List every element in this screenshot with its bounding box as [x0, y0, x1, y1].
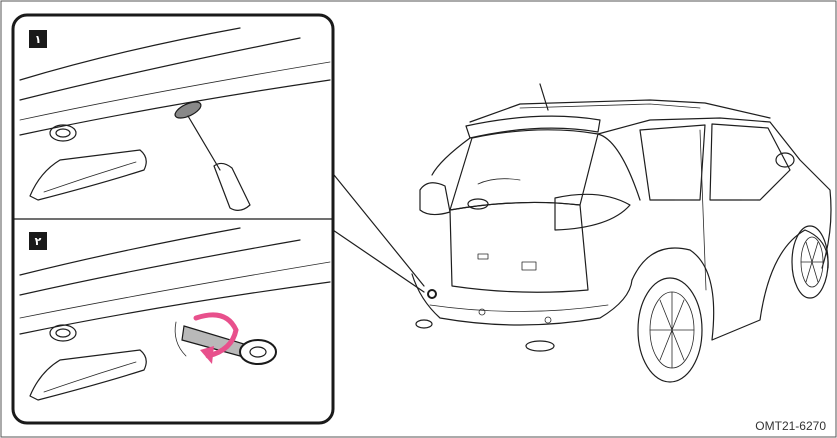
rear-badge-left — [478, 254, 488, 259]
figure-code: OMT21-6270 — [755, 419, 826, 433]
tailgate — [450, 202, 588, 292]
parking-sensor-1 — [479, 309, 485, 315]
rear-bumper — [412, 274, 632, 325]
tow-hook-eye-hole — [250, 347, 266, 357]
callout-line-upper — [330, 170, 424, 286]
rear-window — [450, 130, 598, 210]
rear-door-window — [640, 125, 705, 200]
parking-sensor-2 — [545, 317, 551, 323]
step-1-label: ١ — [35, 33, 42, 46]
exhaust-left — [416, 320, 432, 328]
left-taillamp — [420, 183, 450, 215]
exhaust-tip — [526, 341, 554, 351]
callout-line-lower — [330, 228, 424, 292]
car-spoiler — [466, 116, 600, 138]
right-taillamp — [555, 194, 630, 230]
front-door-window — [710, 124, 790, 200]
car-side-lower — [632, 230, 828, 340]
brand-logo — [468, 199, 488, 209]
front-rim-spokes — [801, 242, 823, 282]
left-d-pillar — [432, 138, 470, 175]
step-inset-box: ١ ٢ — [13, 15, 333, 423]
car-antenna — [540, 84, 548, 110]
step-2-label: ٢ — [35, 235, 42, 248]
tow-hook-cover — [428, 290, 436, 298]
rear-wiper — [478, 179, 520, 184]
rear-car-illustration — [412, 84, 831, 382]
bumper-crease — [430, 305, 608, 312]
right-d-pillar — [598, 134, 640, 200]
car-side-upper — [598, 118, 831, 268]
rear-badge-right — [522, 262, 536, 270]
